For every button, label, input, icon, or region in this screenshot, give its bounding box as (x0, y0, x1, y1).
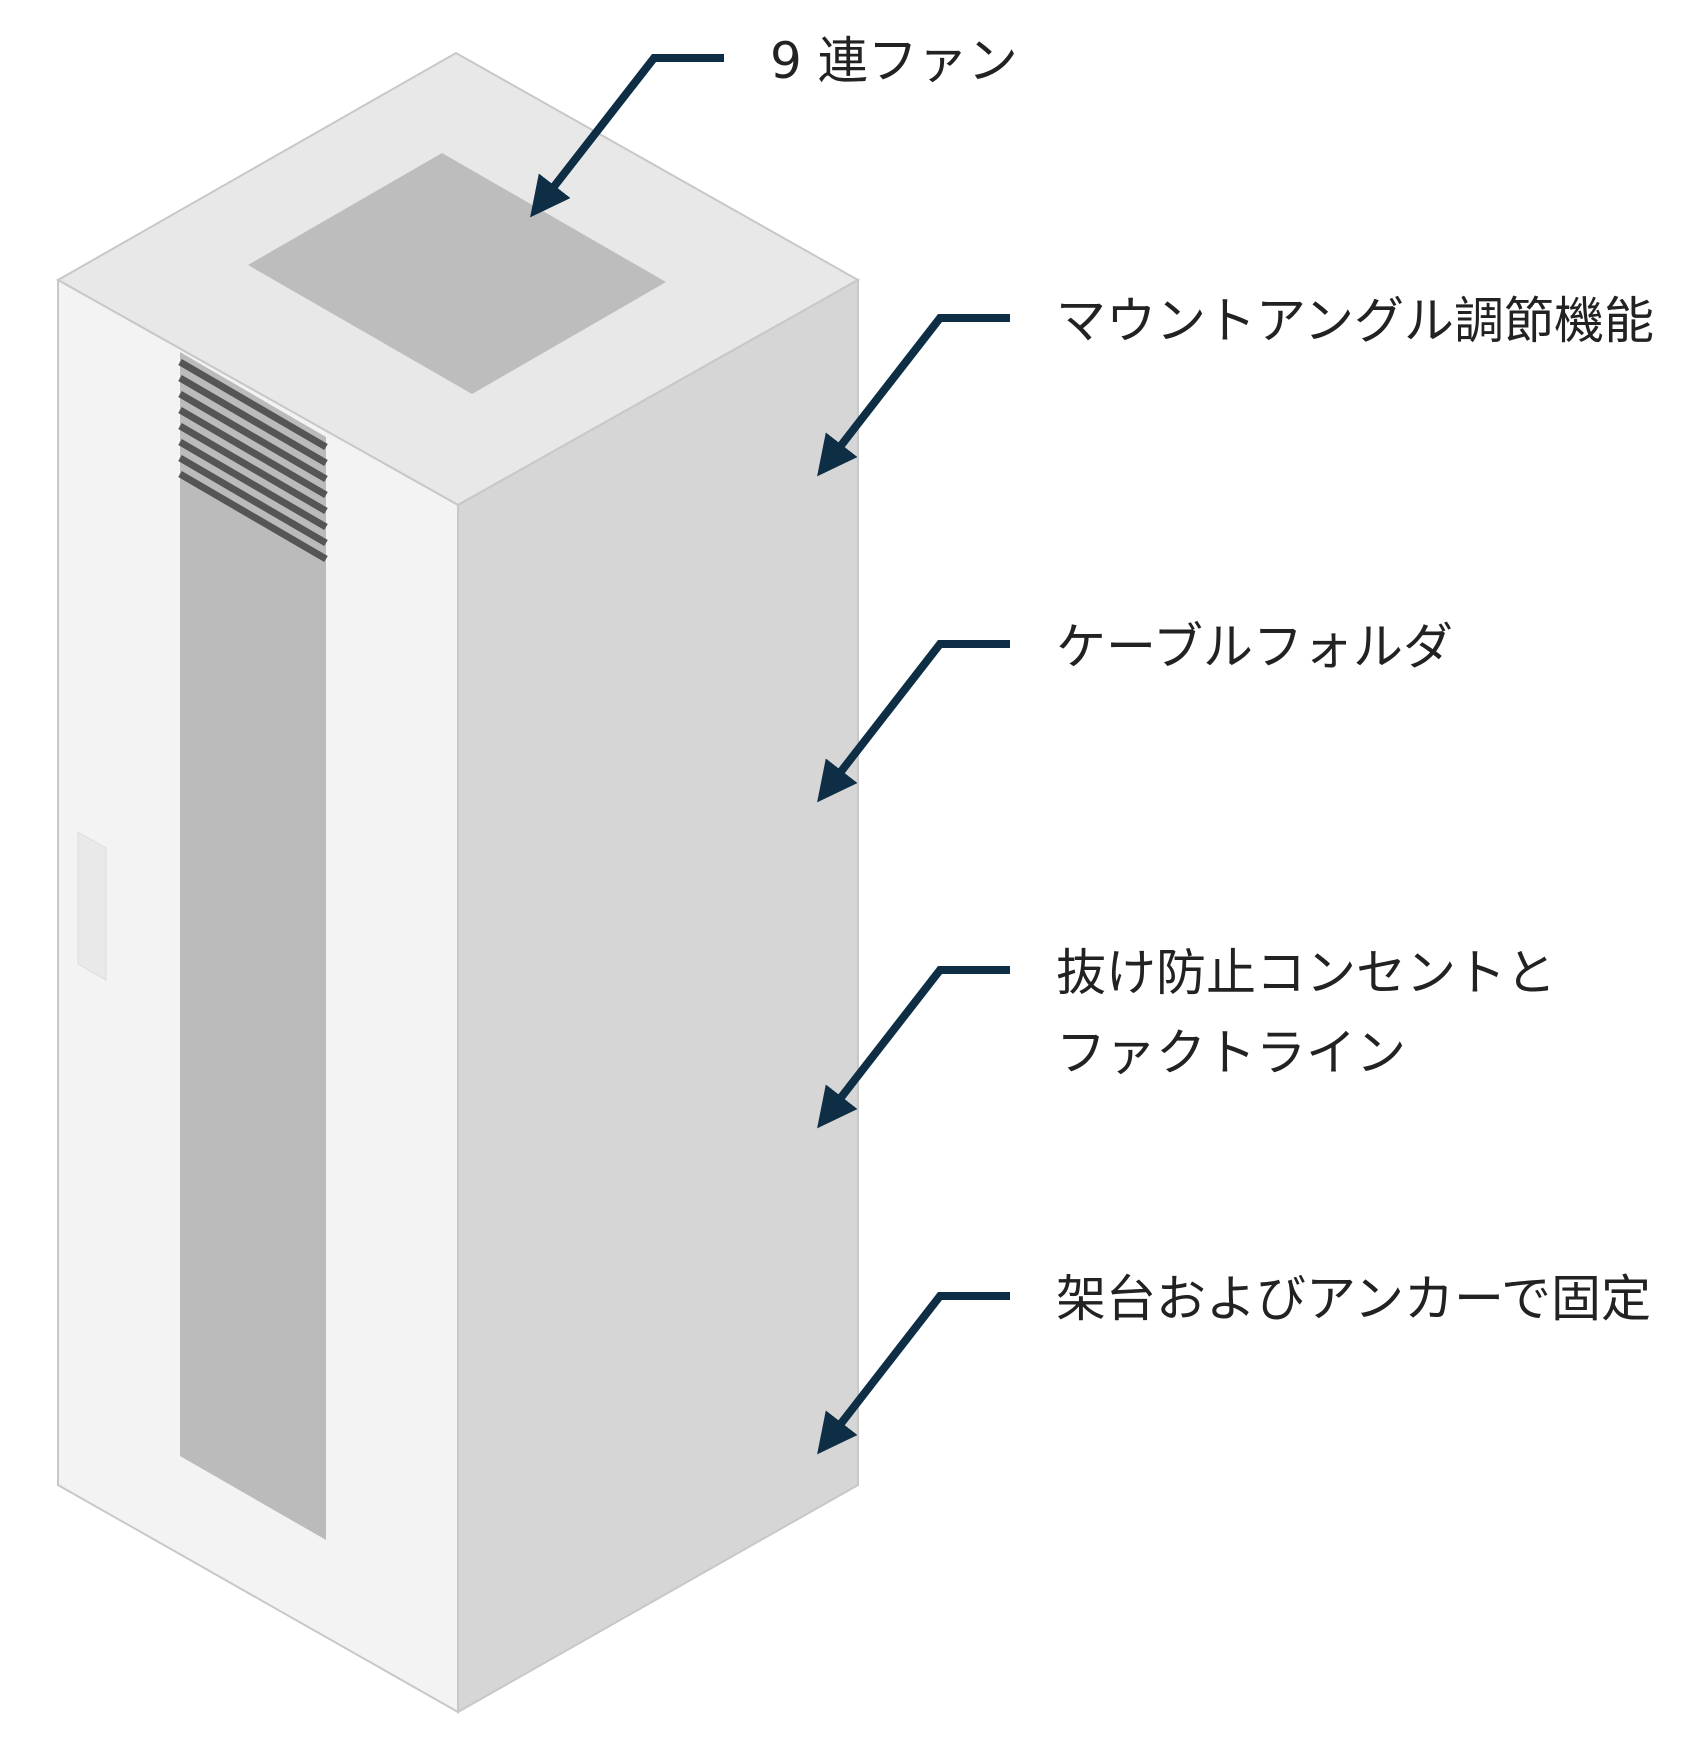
rack-door-handle (77, 831, 107, 981)
callout-label-fan: 9 連ファン (770, 32, 1018, 90)
rack-vent-slots (178, 358, 328, 563)
rack-front-window (180, 352, 326, 1540)
callout-arrow-fan (530, 54, 724, 218)
callout-label-cable-holder: ケーブルフォルダ (1056, 618, 1453, 676)
callout-label-outlet-line1: 抜け防止コンセントと (1056, 944, 1556, 1002)
callout-arrow-mount-angle (817, 314, 1010, 477)
callout-arrow-anchor (817, 1292, 1010, 1455)
callout-arrow-outlet (817, 966, 1010, 1129)
callout-arrow-cable-holder (817, 640, 1010, 803)
rack-fan-panel (248, 153, 666, 394)
callout-arrows (530, 54, 1010, 1455)
rack-side-face (457, 278, 859, 1714)
callout-label-outlet-line2: ファクトライン (1056, 1024, 1406, 1082)
callout-labels: 9 連ファン マウントアングル調節機能 ケーブルフォルダ 抜け防止コンセントと … (770, 32, 1654, 1328)
callout-label-mount-angle: マウントアングル調節機能 (1056, 292, 1654, 350)
callout-label-anchor: 架台およびアンカーで固定 (1056, 1270, 1651, 1328)
rack-cabinet (55, 51, 861, 1714)
